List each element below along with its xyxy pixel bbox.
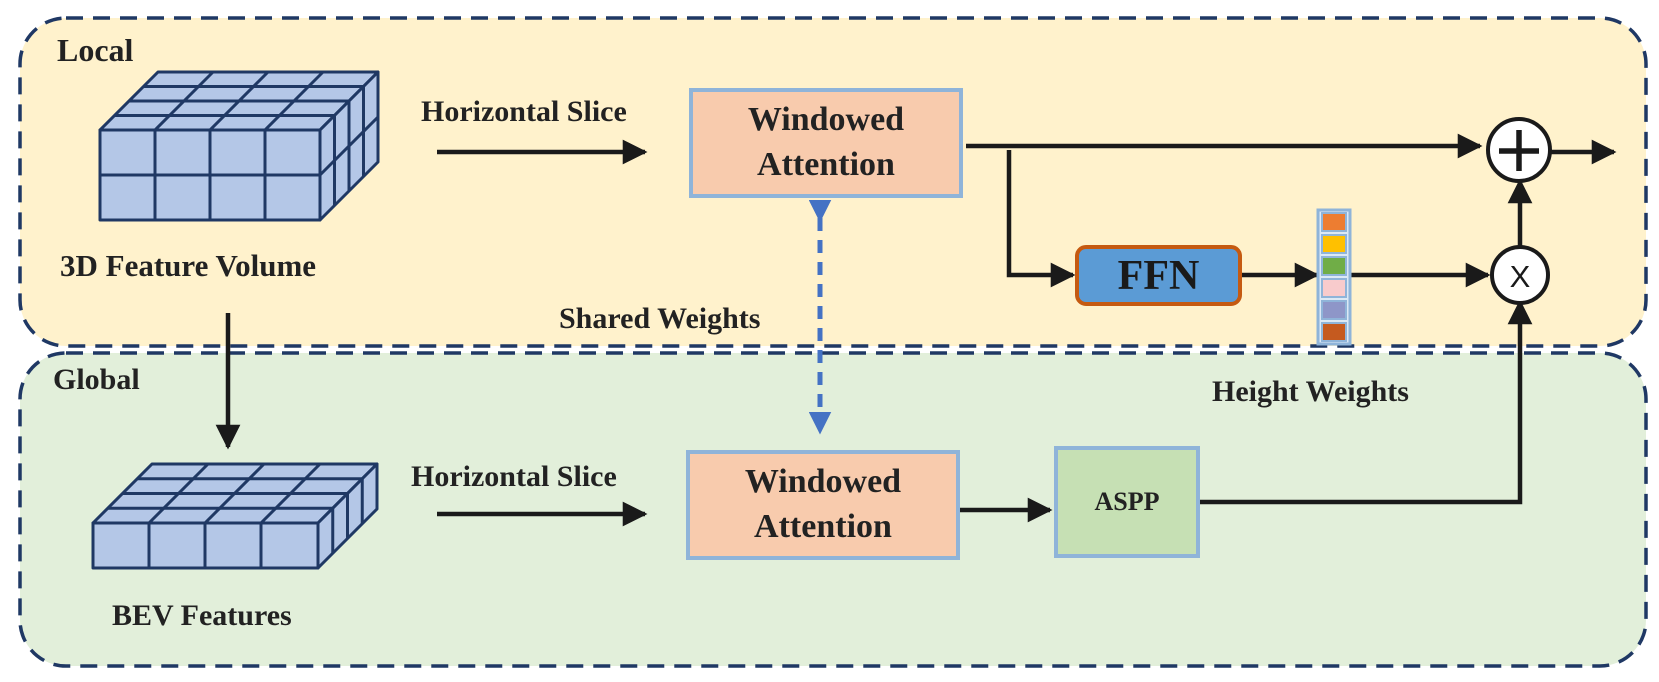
attention-bottom-line1: Windowed [744,463,902,501]
multiply-symbol: X [1510,259,1531,294]
bev-features-label: BEV Features [112,599,292,632]
feature-volume-cube [98,70,380,222]
shared-weights-label: Shared Weights [559,302,761,335]
multiply-operator [1490,245,1550,305]
local-label: Local [57,32,134,68]
weight-cell [1321,256,1347,276]
height-weight-vector [1316,208,1352,346]
attention-bottom-line2: Attention [754,508,892,545]
weight-cell [1321,300,1347,320]
attention-top-line2: Attention [757,146,895,183]
attention-top-line1: Windowed [747,101,905,139]
ffn-block: FFN [1075,245,1242,306]
bev-features-slab [91,462,379,570]
global-label: Global [53,363,140,396]
arrow-to-ffn [1006,150,1076,288]
feature-volume-label: 3D Feature Volume [60,248,317,283]
windowed-attention-bottom: Windowed Attention [686,450,960,560]
weight-cell [1321,322,1347,342]
plus-icon [1499,130,1539,171]
weight-cell [1321,234,1347,254]
horizontal-slice-label-top: Horizontal Slice [421,95,627,128]
height-weights-label: Height Weights [1212,375,1409,408]
weight-cell [1321,212,1347,232]
horizontal-slice-label-bottom: Horizontal Slice [411,460,617,493]
aspp-block: ASPP [1054,446,1200,558]
weight-cell [1321,278,1347,298]
windowed-attention-top: Windowed Attention [689,88,963,198]
arrow-aspp-to-multiply [1200,299,1533,505]
